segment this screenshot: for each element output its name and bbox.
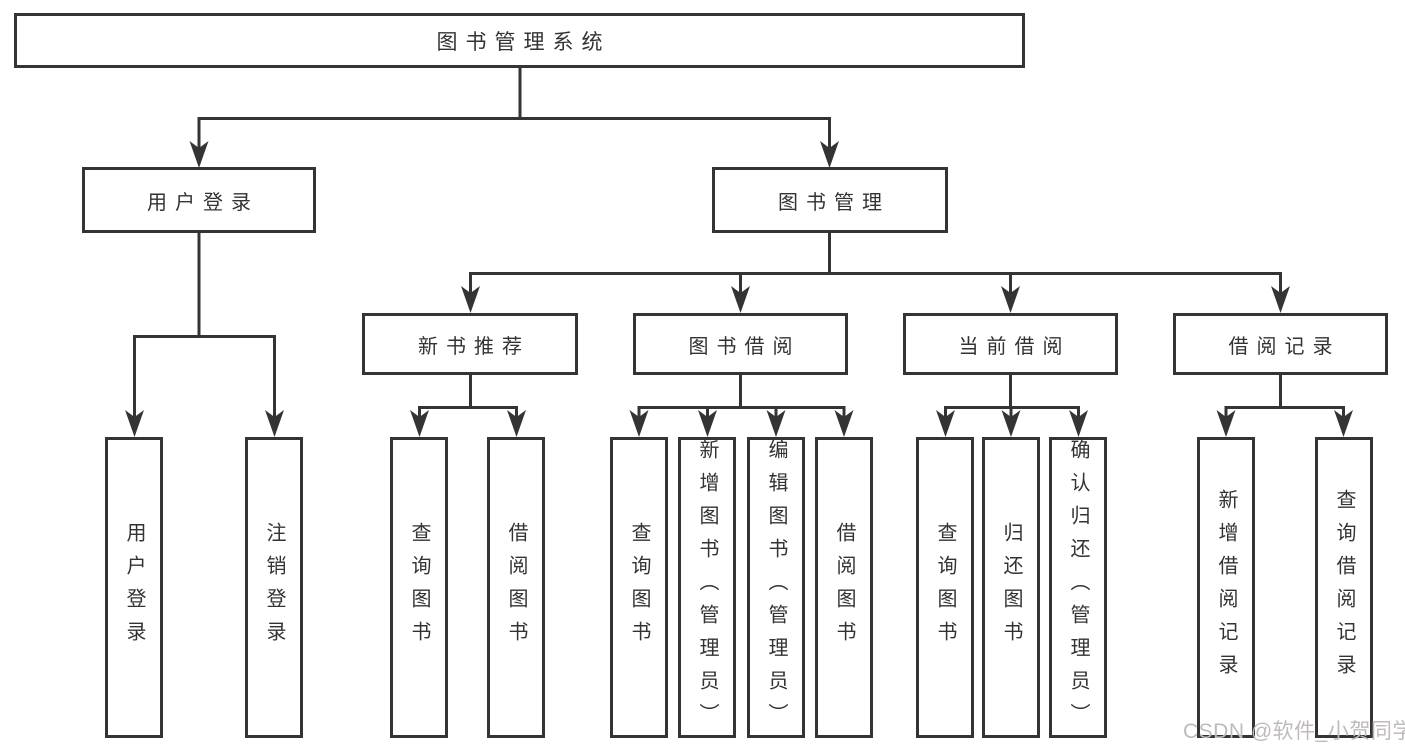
node-new-book-recommend: 新书推荐	[362, 313, 578, 375]
edge-borrowing-rail	[637, 406, 846, 419]
leaf-user-login: 用户登录	[105, 437, 163, 738]
node-label: 查询借阅记录	[1333, 488, 1355, 687]
leaf-confirm-return-admin: 确认归还（管理员）	[1049, 437, 1107, 738]
node-label: 新书推荐	[418, 335, 530, 358]
leaf-query-books-3: 查询图书	[916, 437, 974, 738]
leaf-logout: 注销登录	[245, 437, 303, 738]
node-label: 新增借阅记录	[1215, 488, 1237, 687]
leaf-add-book-admin: 新增图书（管理员）	[678, 437, 736, 738]
node-label: 图书管理	[778, 191, 890, 214]
arrow-down-icon	[820, 141, 839, 168]
arrow-down-icon	[1271, 286, 1290, 313]
node-library-management-system: 图书管理系统	[14, 13, 1025, 68]
arrow-down-icon	[461, 286, 480, 313]
edge-recommend-rail	[418, 406, 518, 419]
node-label: 查询图书	[628, 521, 650, 654]
arrow-down-icon	[410, 410, 429, 437]
arrow-down-icon	[834, 410, 854, 437]
leaf-add-borrow-record: 新增借阅记录	[1197, 437, 1255, 738]
leaf-borrow-books-1: 借阅图书	[487, 437, 545, 738]
edge-login-rail	[133, 335, 276, 419]
node-label: 编辑图书（管理员）	[765, 439, 787, 736]
leaf-edit-book-admin: 编辑图书（管理员）	[747, 437, 805, 738]
leaf-return-books: 归还图书	[982, 437, 1040, 738]
node-label: 借阅记录	[1228, 335, 1341, 358]
edge-records-rail	[1224, 406, 1345, 419]
leaf-query-books-1: 查询图书	[390, 437, 448, 738]
arrow-down-icon	[1001, 410, 1021, 437]
node-label: 用户登录	[147, 191, 259, 214]
arrow-down-icon	[1216, 410, 1236, 437]
arrow-down-icon	[265, 410, 284, 437]
node-book-borrowing: 图书借阅	[633, 313, 848, 375]
node-label: 借阅图书	[505, 521, 527, 654]
arrow-down-icon	[766, 410, 786, 437]
node-label: 当前借阅	[958, 335, 1071, 358]
arrow-down-icon	[189, 141, 209, 168]
node-book-management: 图书管理	[712, 167, 948, 233]
node-label: 查询图书	[934, 521, 956, 654]
node-borrowing-records: 借阅记录	[1173, 313, 1388, 375]
leaf-borrow-books-2: 借阅图书	[815, 437, 873, 738]
node-label: 图书借阅	[688, 335, 801, 358]
node-label: 用户登录	[123, 521, 145, 654]
edge-root-rail	[197, 117, 831, 150]
arrow-down-icon	[698, 410, 717, 437]
arrow-down-icon	[1069, 410, 1088, 437]
arrow-down-icon	[731, 286, 750, 313]
arrow-down-icon	[507, 410, 526, 437]
node-label: 确认归还（管理员）	[1067, 439, 1089, 736]
csdn-watermark: CSDN @软件_小贺同学	[1183, 720, 1405, 743]
node-current-borrowing: 当前借阅	[903, 313, 1118, 375]
node-label: 注销登录	[263, 521, 285, 654]
node-user-login: 用户登录	[82, 167, 316, 233]
arrow-down-icon	[629, 410, 649, 437]
node-label: 查询图书	[408, 521, 430, 654]
node-label: 新增图书（管理员）	[696, 439, 718, 736]
leaf-query-books-2: 查询图书	[610, 437, 668, 738]
arrow-down-icon	[1334, 410, 1353, 437]
node-label: 图书管理系统	[436, 30, 611, 54]
leaf-query-borrow-record: 查询借阅记录	[1315, 437, 1373, 738]
arrow-down-icon	[1001, 286, 1020, 313]
edge-mgmt-rail	[469, 272, 1282, 295]
arrow-down-icon	[936, 410, 955, 437]
node-label: 借阅图书	[833, 521, 855, 654]
node-label: 归还图书	[1000, 521, 1022, 654]
arrow-down-icon	[125, 410, 144, 437]
